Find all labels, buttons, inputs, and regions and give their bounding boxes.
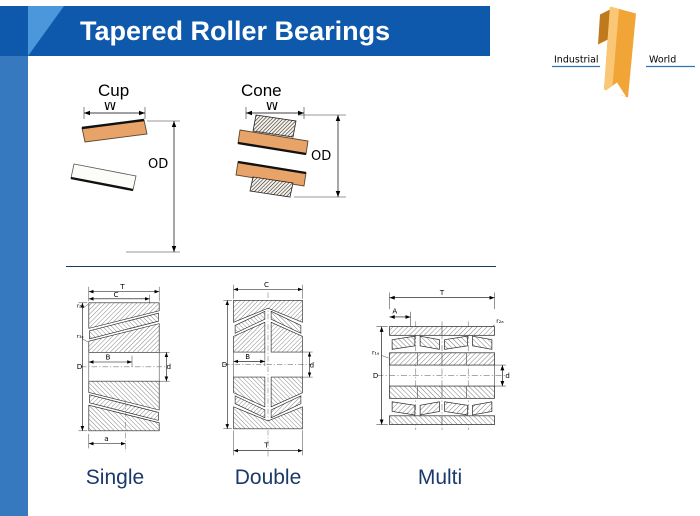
double-dim-C: C: [264, 280, 269, 289]
single-lower-section: [88, 380, 160, 432]
cone-title: Cone: [241, 81, 282, 100]
logo-text-industrial: Industrial: [554, 55, 599, 66]
cone-upper-section: [237, 114, 309, 156]
single-dim-d: d: [167, 362, 172, 371]
double-lower-section: [233, 376, 303, 430]
single-dim-r2a: r₂ₐ: [77, 304, 84, 310]
single-dim-r3a: r₃ₐ: [77, 334, 84, 340]
multi-dim-r2a: r₂ₐ: [496, 318, 503, 325]
section-divider: [66, 266, 496, 267]
caption-single: Single: [85, 466, 145, 489]
double-bearing-drawing: C B d D: [222, 280, 314, 457]
cup-title: Cup: [98, 81, 130, 100]
single-dim-T: T: [119, 282, 125, 291]
banner-wedge-decoration: [28, 6, 64, 56]
cup-upper-section: [81, 118, 148, 143]
ribbon-icon: [598, 6, 636, 98]
cup-dim-w: W: [104, 102, 117, 114]
double-dim-d: d: [310, 361, 314, 370]
caption-multi: Multi: [417, 466, 463, 489]
single-dim-C: C: [113, 290, 118, 299]
left-accent-bar-top: [0, 6, 28, 56]
multi-dim-T: T: [439, 289, 445, 297]
double-dim-D: D: [222, 360, 227, 369]
cone-diagram: W OD: [235, 102, 346, 198]
single-dim-D: D: [77, 362, 83, 371]
logo-text-world: World: [649, 55, 676, 66]
multi-bearing-drawing: T A r₂ₐ r₁ₐ: [372, 289, 510, 430]
multi-dim-A: A: [392, 307, 397, 315]
double-upper-section: [233, 300, 303, 353]
cup-dim-od: OD: [148, 157, 168, 172]
cone-dim-od: OD: [311, 149, 331, 164]
single-dim-a: a: [104, 434, 108, 443]
double-dim-T: T: [263, 441, 269, 450]
cone-lower-section: [235, 160, 307, 198]
multi-lower-section: [389, 385, 495, 425]
caption-double: Double: [234, 466, 302, 489]
single-dim-B: B: [106, 353, 111, 362]
cup-lower-section: [70, 163, 137, 192]
cup-diagram: W OD: [70, 102, 180, 253]
industrial-world-logo: Industrial World: [552, 6, 695, 98]
single-bearing-drawing: T C r₂ₐ r₃ₐ B d: [77, 282, 172, 452]
multi-dim-d: d: [505, 372, 509, 380]
page-title: Tapered Roller Bearings: [80, 16, 391, 46]
multi-dim-D: D: [373, 372, 378, 380]
double-dim-B: B: [245, 352, 250, 361]
multi-upper-section: [389, 326, 495, 366]
title-banner: Tapered Roller Bearings: [28, 6, 490, 56]
cone-dim-w: W: [266, 102, 279, 114]
single-upper-section: [88, 302, 160, 353]
multi-dim-r1a: r₁ₐ: [372, 350, 379, 357]
left-accent-bar: [0, 6, 28, 516]
